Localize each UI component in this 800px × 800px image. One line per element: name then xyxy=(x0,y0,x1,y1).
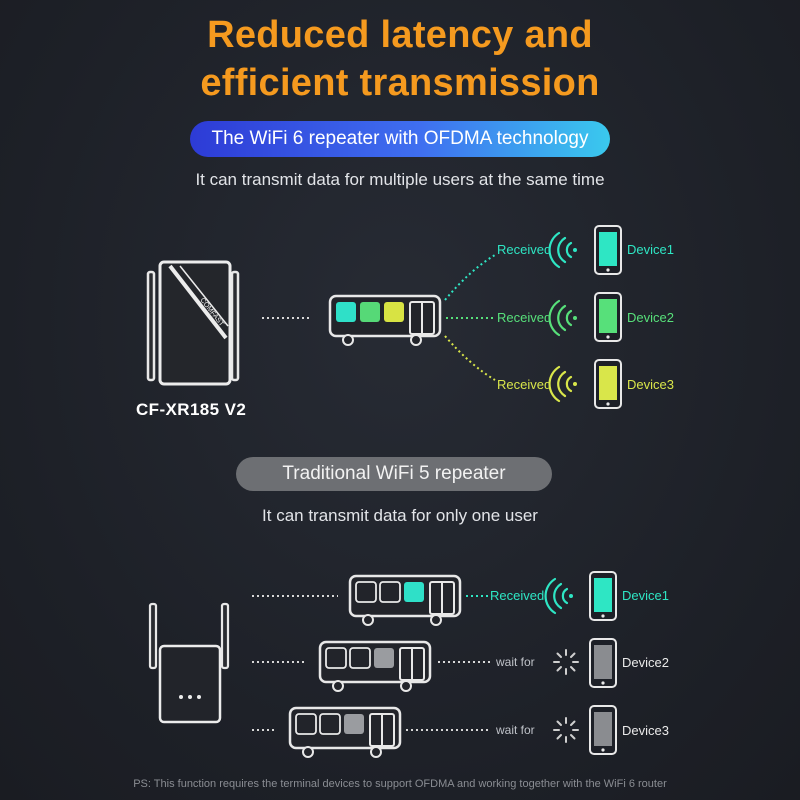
title-line-1: Reduced latency and xyxy=(207,14,593,56)
wait-label: wait for xyxy=(496,723,535,737)
phone-icon xyxy=(589,638,617,688)
phone-icon xyxy=(594,359,622,409)
wifi6-repeater-icon: COMFAST xyxy=(146,260,240,386)
wifi6-description: It can transmit data for multiple users … xyxy=(195,170,605,189)
device-label: Device2 xyxy=(627,310,674,325)
device-label: Device3 xyxy=(622,723,669,738)
received-label: Received xyxy=(497,377,552,392)
received-label: Received xyxy=(490,588,545,603)
phone-icon xyxy=(594,292,622,342)
device-label: Device1 xyxy=(627,242,674,257)
wifi6-bus-icon xyxy=(328,294,442,346)
wifi5-pill: Traditional WiFi 5 repeater xyxy=(236,457,552,491)
wifi-signal-icon xyxy=(544,577,573,615)
title-line-2: efficient transmission xyxy=(200,62,600,104)
loading-spinner-icon xyxy=(553,717,579,743)
wifi5-repeater-icon xyxy=(148,602,230,724)
wifi5-bus-icon xyxy=(348,574,462,626)
phone-icon xyxy=(589,705,617,755)
device-label: Device1 xyxy=(622,588,669,603)
received-label: Received xyxy=(497,242,552,257)
wifi5-bus-icon xyxy=(288,706,402,758)
device-label: Device3 xyxy=(627,377,674,392)
wait-label: wait for xyxy=(496,655,535,669)
wifi6-pill: The WiFi 6 repeater with OFDMA technolog… xyxy=(190,121,610,157)
footnote: PS: This function requires the terminal … xyxy=(133,778,667,790)
wifi5-description: It can transmit data for only one user xyxy=(262,506,538,525)
wifi5-bus-icon xyxy=(318,640,432,692)
phone-icon xyxy=(589,571,617,621)
phone-icon xyxy=(594,225,622,275)
model-name: CF-XR185 V2 xyxy=(136,400,247,419)
wifi-signal-icon xyxy=(548,231,577,403)
device-label: Device2 xyxy=(622,655,669,670)
loading-spinner-icon xyxy=(553,649,579,675)
received-label: Received xyxy=(497,310,552,325)
